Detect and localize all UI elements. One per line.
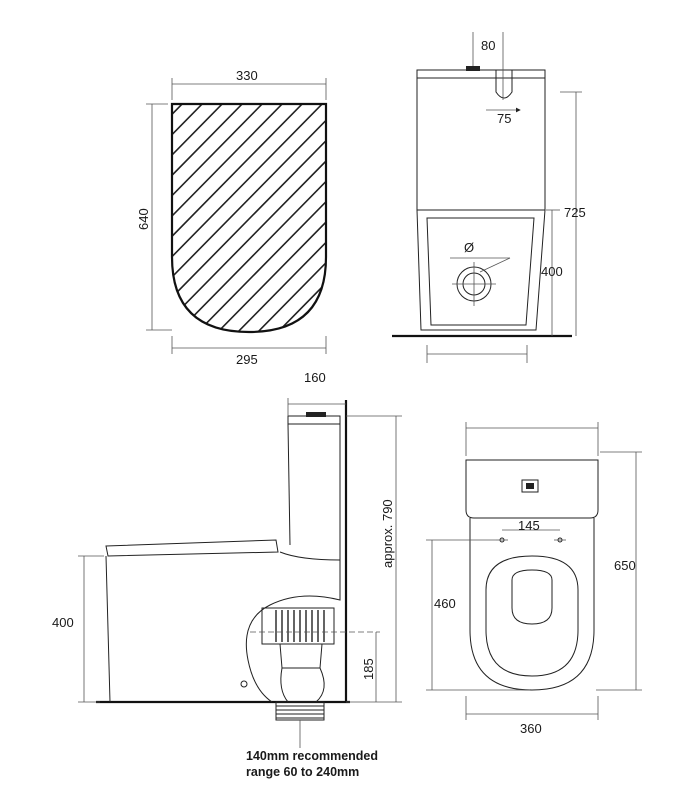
seat-height-label: 400 bbox=[52, 615, 74, 630]
seat-top-view: 330 640 295 bbox=[0, 68, 328, 367]
plan-cistern bbox=[465, 459, 599, 519]
inlet-slot bbox=[495, 70, 513, 99]
hatch-line bbox=[172, 104, 251, 332]
side-flush-button bbox=[306, 412, 326, 417]
hatch-line bbox=[172, 104, 326, 332]
side-seat bbox=[105, 539, 279, 557]
outlet-height-front-label: 400 bbox=[541, 264, 563, 279]
bowl-depth-label: 460 bbox=[434, 596, 456, 611]
outlet-note-line2: range 60 to 240mm bbox=[246, 765, 359, 779]
seat-hatching bbox=[0, 96, 326, 340]
base-width-label: 360 bbox=[520, 721, 542, 736]
hatch-line bbox=[209, 104, 326, 332]
hatch-line bbox=[172, 104, 231, 332]
hatch-line bbox=[189, 104, 326, 332]
pan-recess bbox=[426, 217, 535, 326]
flush-offset-label: 80 bbox=[481, 38, 495, 53]
pan-connector bbox=[261, 607, 335, 645]
plan-bowl-opening bbox=[511, 569, 553, 625]
flush-button bbox=[466, 66, 480, 71]
connector-trap bbox=[280, 667, 325, 703]
outlet-height-side-label: 185 bbox=[361, 658, 376, 680]
hatch-line bbox=[172, 104, 311, 332]
hatch-line bbox=[172, 104, 326, 332]
flush-button-label: 75 bbox=[497, 111, 511, 126]
rear-elevation-view: 80 75 Ø 725 400 bbox=[392, 32, 586, 363]
hatch-line bbox=[172, 104, 291, 332]
hatch-line bbox=[0, 96, 150, 340]
side-fixing-hole bbox=[240, 680, 248, 688]
floor-outlet-pipe bbox=[275, 701, 325, 721]
diameter-symbol: Ø bbox=[464, 240, 474, 255]
seat-width-label: 330 bbox=[236, 68, 258, 83]
fixing-spacing-label: 145 bbox=[518, 518, 540, 533]
seat-length-label: 640 bbox=[136, 208, 151, 230]
connector-ribs bbox=[275, 610, 325, 642]
seat-rear-width-label: 295 bbox=[236, 352, 258, 367]
side-cistern-body bbox=[287, 423, 341, 560]
connector-body bbox=[279, 643, 323, 669]
plan-flush-button bbox=[521, 479, 539, 493]
hatch-line bbox=[249, 104, 326, 332]
side-total-height-label: approx. 790 bbox=[380, 499, 395, 568]
hatch-line bbox=[172, 104, 326, 332]
outlet-note-line1: 140mm recommended bbox=[246, 749, 378, 763]
side-elevation-view: 160 approx. 790 400 185 140mm recommende… bbox=[52, 370, 402, 779]
side-cistern-lid bbox=[287, 415, 341, 425]
cistern-lid bbox=[416, 69, 546, 79]
total-depth-label: 650 bbox=[614, 558, 636, 573]
side-bowl-outline bbox=[105, 551, 341, 703]
hatch-line bbox=[172, 104, 326, 332]
hatch-line bbox=[172, 104, 211, 332]
pan-outline bbox=[416, 209, 546, 331]
hatch-line bbox=[269, 104, 326, 332]
plan-seat-ring bbox=[485, 555, 579, 677]
wall-offset-label: 160 bbox=[304, 370, 326, 385]
hatch-line bbox=[172, 104, 326, 332]
seat-outline bbox=[170, 102, 328, 334]
plan-view: 145 460 650 360 bbox=[426, 422, 642, 736]
plan-flush-button-inner bbox=[526, 483, 534, 489]
hatch-line bbox=[172, 104, 271, 332]
total-height-front-label: 725 bbox=[564, 205, 586, 220]
plan-bowl-outline bbox=[469, 518, 595, 691]
cistern-body bbox=[416, 78, 546, 211]
hatch-line bbox=[172, 104, 191, 332]
hatch-line bbox=[229, 104, 326, 332]
outlet-leader bbox=[479, 257, 511, 273]
pipe-ribs bbox=[276, 705, 324, 719]
